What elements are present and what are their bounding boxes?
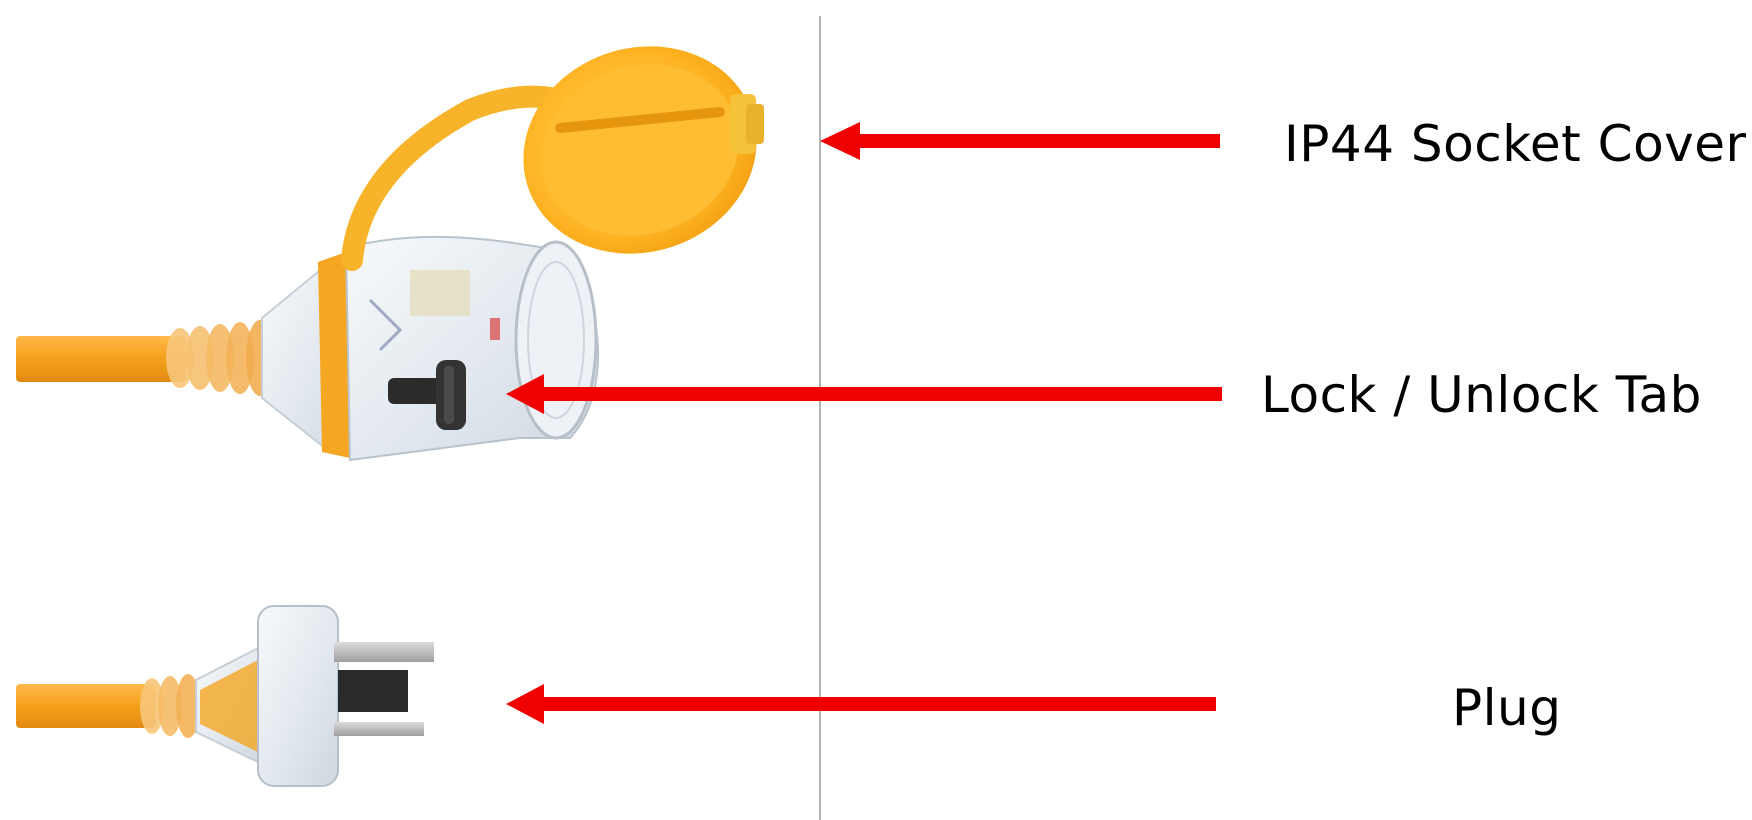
- socket-strain-relief: [166, 320, 274, 396]
- arrow-plug: [506, 684, 1216, 724]
- label-socket-cover: IP44 Socket Cover: [1284, 119, 1747, 169]
- socket-orange-ring: [318, 252, 350, 458]
- plug-pin-bottom: [334, 722, 424, 736]
- socket-cable: [16, 336, 186, 382]
- plug-strain-relief: [140, 674, 200, 738]
- arrow-lock-tab: [506, 374, 1222, 414]
- plug-pin-earth: [338, 670, 408, 712]
- label-plug: Plug: [1452, 683, 1561, 733]
- plug-face: [258, 606, 338, 786]
- arrow-socket-cover: [820, 122, 1220, 160]
- ip44-socket-cover-illustration: [496, 17, 783, 284]
- plug-cable: [16, 684, 156, 728]
- plug-illustration: [16, 606, 434, 786]
- plug-pin-top: [334, 642, 434, 662]
- label-lock-tab: Lock / Unlock Tab: [1261, 370, 1702, 420]
